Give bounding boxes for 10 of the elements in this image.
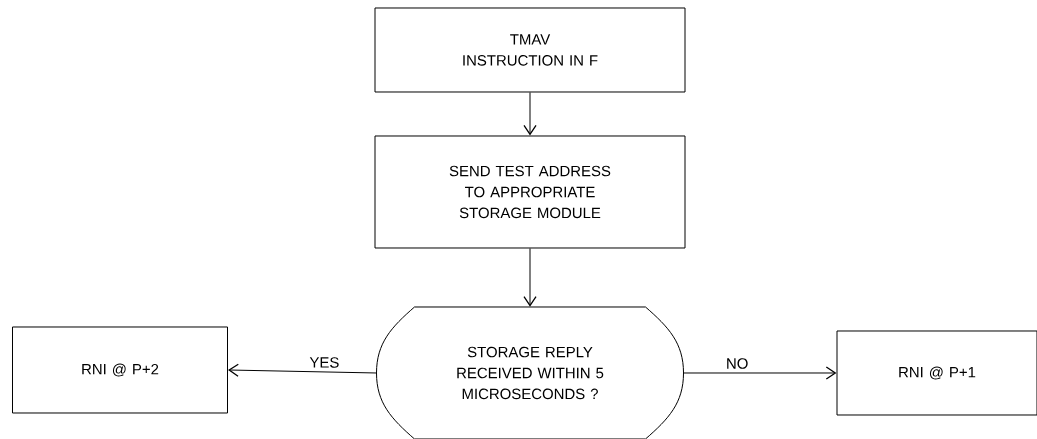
arrow xyxy=(523,248,537,307)
arrow xyxy=(683,366,837,380)
arrow xyxy=(523,92,537,136)
process-box: SEND TEST ADDRESS TO APPROPRIATE STORAGE MODULE xyxy=(374,135,686,249)
edge-label: NO xyxy=(725,357,750,370)
edge-label: YES xyxy=(308,356,341,369)
process-box: RNI @ P+2 xyxy=(12,326,228,414)
process-box: RNI @ P+1 xyxy=(836,330,1037,416)
arrow xyxy=(228,363,377,377)
process-box: TMAV INSTRUCTION IN F xyxy=(374,7,686,93)
